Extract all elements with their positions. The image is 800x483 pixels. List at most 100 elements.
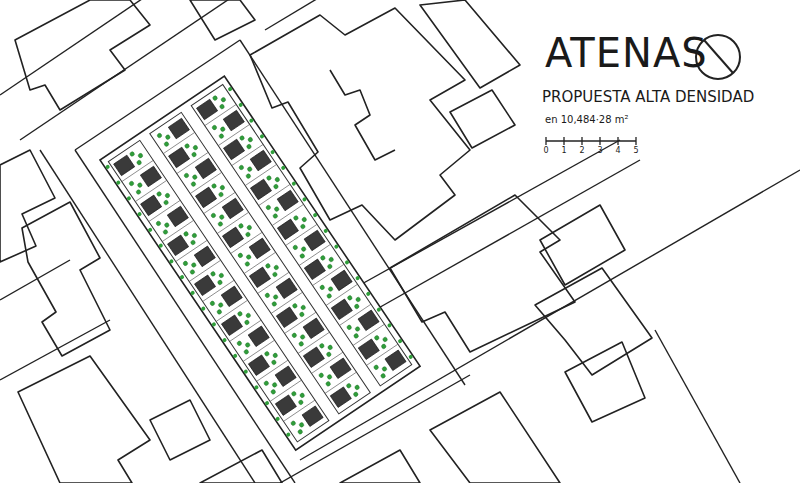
building-outline [420, 0, 520, 88]
tree [237, 311, 243, 317]
subtitle: PROPUESTA ALTA DENSIDAD [542, 88, 754, 106]
tree [270, 389, 276, 395]
tree [137, 211, 143, 217]
dwelling [141, 195, 162, 216]
tree [165, 134, 171, 140]
tree [190, 181, 196, 187]
tree [164, 222, 170, 228]
street-edge [0, 320, 110, 380]
tree [211, 183, 217, 189]
tree [191, 262, 197, 268]
map-title: ATENAS [545, 30, 708, 76]
tree [210, 271, 216, 277]
tree [387, 323, 393, 329]
building-outline [150, 400, 210, 460]
tree [264, 351, 270, 357]
tree [300, 223, 306, 229]
tree [259, 134, 265, 140]
tree [353, 391, 359, 397]
tree [244, 261, 250, 267]
tree [347, 295, 353, 301]
dwelling [221, 315, 242, 336]
building-outline [190, 0, 255, 40]
tree [211, 322, 217, 328]
tree [245, 312, 251, 318]
tree [247, 137, 253, 143]
scale-number: 0 [543, 146, 548, 155]
tree [190, 290, 196, 296]
tree [137, 153, 143, 159]
tree [290, 420, 296, 426]
dwelling [223, 110, 244, 131]
tree [218, 191, 224, 197]
tree [355, 296, 361, 302]
street-edge [0, 0, 170, 95]
dwelling [385, 350, 406, 371]
tree [381, 366, 387, 372]
tree [245, 342, 251, 348]
tree [298, 399, 304, 405]
tree [162, 229, 168, 235]
tree [299, 392, 305, 398]
tree [265, 263, 271, 269]
tree [265, 204, 271, 210]
tree [182, 260, 188, 266]
tree [280, 165, 286, 171]
scale-tick [617, 137, 618, 145]
dwelling [197, 99, 218, 120]
scale-tick [545, 137, 546, 145]
building-outline [535, 268, 652, 375]
scale-line [546, 140, 636, 141]
dwelling [302, 406, 323, 427]
tree [299, 253, 305, 259]
tree [291, 391, 297, 397]
tree [190, 239, 196, 245]
dwelling [304, 259, 325, 280]
dwelling [331, 270, 352, 291]
tree [272, 271, 278, 277]
tree [373, 364, 379, 370]
tree [137, 182, 143, 188]
tree [271, 301, 277, 307]
street-edge [375, 160, 640, 310]
tree [300, 334, 306, 340]
building-outline [0, 150, 55, 262]
tree [326, 351, 332, 357]
tree [291, 181, 297, 187]
tree [245, 173, 251, 179]
dwelling [223, 139, 244, 160]
tree [183, 172, 189, 178]
tree [238, 164, 244, 170]
tree [169, 259, 175, 265]
dwelling [222, 227, 243, 248]
strip-outline [191, 84, 412, 385]
tree [244, 319, 250, 325]
tree [216, 309, 222, 315]
strip-outline [108, 140, 329, 441]
tree [236, 340, 242, 346]
dwelling [330, 358, 351, 379]
tree [217, 279, 223, 285]
tree [264, 292, 270, 298]
tree [272, 213, 278, 219]
tree [243, 369, 249, 375]
tree [219, 185, 225, 191]
tree [219, 104, 225, 110]
building-outline [565, 342, 645, 422]
scale-tick [599, 137, 600, 145]
building-outline [450, 90, 515, 148]
building-outline [330, 70, 395, 160]
tree [158, 243, 164, 249]
tree [299, 422, 305, 428]
tree [264, 400, 270, 406]
tree [147, 227, 153, 233]
tree [227, 86, 233, 92]
tree [105, 164, 111, 170]
block-outline [100, 76, 420, 450]
housing-block [100, 76, 420, 450]
tree [273, 294, 279, 300]
dwelling [303, 318, 324, 339]
tree [273, 184, 279, 190]
